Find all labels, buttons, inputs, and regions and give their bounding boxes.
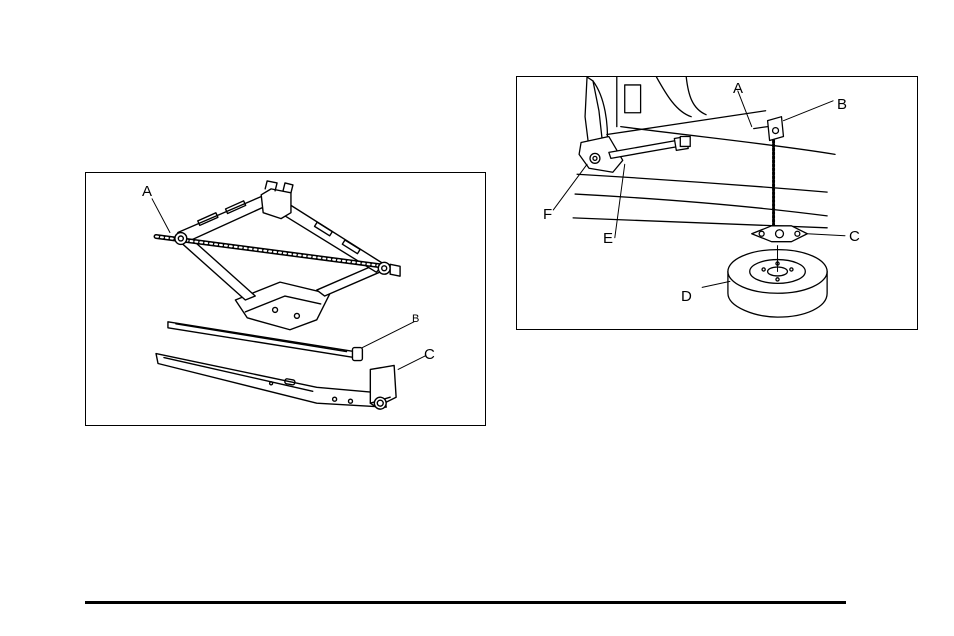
spare-callout-a: A <box>733 81 743 96</box>
spare-tire-illustration: A B C D E F <box>516 76 918 330</box>
jack-saddle <box>261 189 291 219</box>
footer-rule <box>85 601 846 604</box>
jack-upper-arm-left <box>178 195 273 243</box>
jack-callout-c: C <box>424 347 435 362</box>
jack-callout-a: A <box>142 184 152 199</box>
jack-tools-drawing <box>86 173 485 425</box>
jack-callout-b: B <box>412 314 419 325</box>
jack-base <box>235 282 329 330</box>
spare-tire-drawing <box>517 77 917 329</box>
spare-callout-e: E <box>603 231 613 246</box>
spare-callout-d: D <box>681 289 692 304</box>
spare-callout-c: C <box>849 229 860 244</box>
cable-bracket <box>768 117 784 141</box>
spare-callout-b: B <box>837 97 847 112</box>
spare-callout-f: F <box>543 207 552 222</box>
jack-tools-illustration: A B C <box>85 172 486 426</box>
hoist-extension <box>609 140 678 158</box>
